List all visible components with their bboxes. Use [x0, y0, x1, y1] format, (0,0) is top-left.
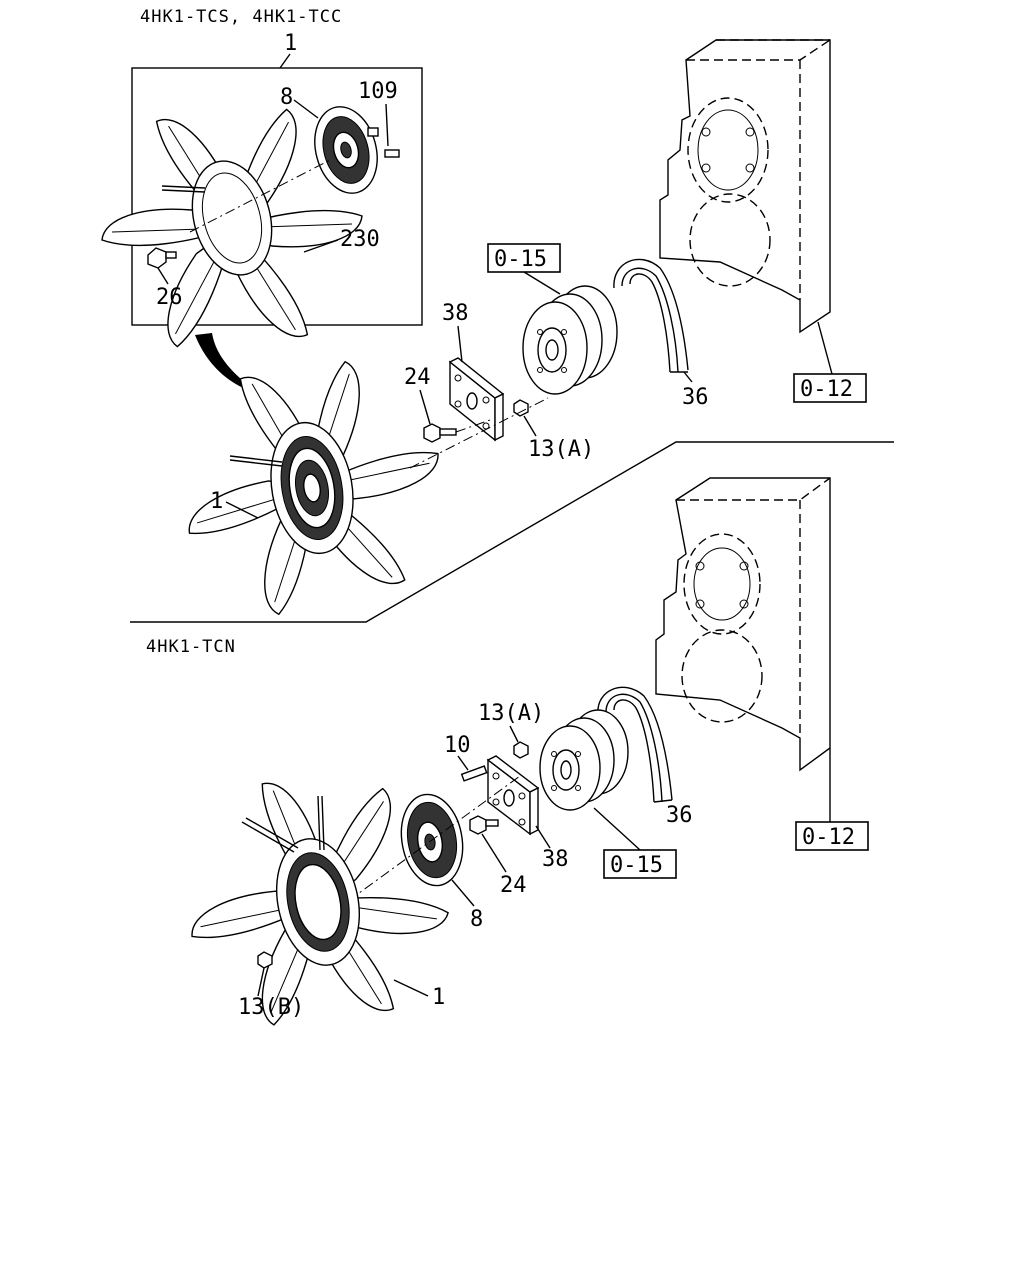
lower-pulley-drawing [539, 709, 629, 811]
inset-fan-clutch-label: 8 [280, 85, 293, 110]
lower-bolt-drawing [469, 815, 499, 835]
upper-plate-drawing [448, 357, 505, 442]
lower-engine-block-drawing [655, 477, 831, 772]
lower-nut-a-label: 13(A) [478, 701, 544, 726]
lower-variant-title: 4HK1-TCN [146, 637, 236, 657]
lower-fan-label: 1 [432, 985, 445, 1010]
upper-fan-drawing [180, 359, 444, 617]
inset-fan-drawing [101, 105, 363, 351]
upper-engine-ref-label[interactable]: 0-12 [800, 377, 853, 402]
lower-engine-ref-label[interactable]: 0-12 [802, 825, 855, 850]
inset-axis-line [189, 159, 331, 233]
inset-fan-clutch-drawing [314, 106, 400, 194]
lower-nut-a-drawing [513, 741, 529, 759]
upper-plate-label: 38 [442, 301, 469, 326]
lower-fan-clutch-label: 8 [470, 907, 483, 932]
upper-axis-line [409, 397, 549, 469]
upper-engine-ref-box[interactable] [793, 373, 867, 403]
lower-stud-label: 10 [444, 733, 471, 758]
upper-belt-label: 36 [682, 385, 709, 410]
upper-nut-drawing [513, 399, 529, 417]
upper-bolt-label: 24 [404, 365, 431, 390]
inset-callout-leader [279, 53, 291, 69]
upper-pulley-drawing [522, 285, 618, 395]
upper-bolt-drawing [423, 423, 457, 443]
section-divider [130, 441, 894, 623]
inset-fan-label: 230 [340, 227, 380, 252]
lower-pulley-ref-label[interactable]: 0-15 [610, 853, 663, 878]
lower-stud-drawing [460, 765, 488, 782]
upper-belt-drawing [613, 258, 689, 373]
lower-nut-b-label: 13(B) [238, 995, 304, 1020]
lower-pulley-ref-box[interactable] [603, 849, 677, 879]
inset-nut-drawing [147, 247, 177, 269]
inset-callout-label: 1 [284, 31, 297, 56]
lower-bolt-label: 24 [500, 873, 527, 898]
lower-belt-label: 36 [666, 803, 693, 828]
lower-engine-ref-box[interactable] [795, 821, 869, 851]
lower-belt-drawing [597, 686, 673, 803]
inset-bolt-label: 109 [358, 79, 398, 104]
inset-nut-label: 26 [156, 285, 183, 310]
lower-plate-drawing [486, 755, 540, 836]
upper-nut-label: 13(A) [528, 437, 594, 462]
upper-variant-title: 4HK1-TCS, 4HK1-TCC [140, 7, 342, 27]
lower-plate-label: 38 [542, 847, 569, 872]
upper-fan-label: 1 [210, 489, 223, 514]
inset-pointer-arrow [195, 333, 262, 395]
lower-nut-b-drawing [257, 951, 273, 969]
lower-fan-drawing [186, 772, 450, 1028]
upper-pulley-ref-label[interactable]: 0-15 [494, 247, 547, 272]
upper-engine-block-drawing [659, 39, 831, 334]
